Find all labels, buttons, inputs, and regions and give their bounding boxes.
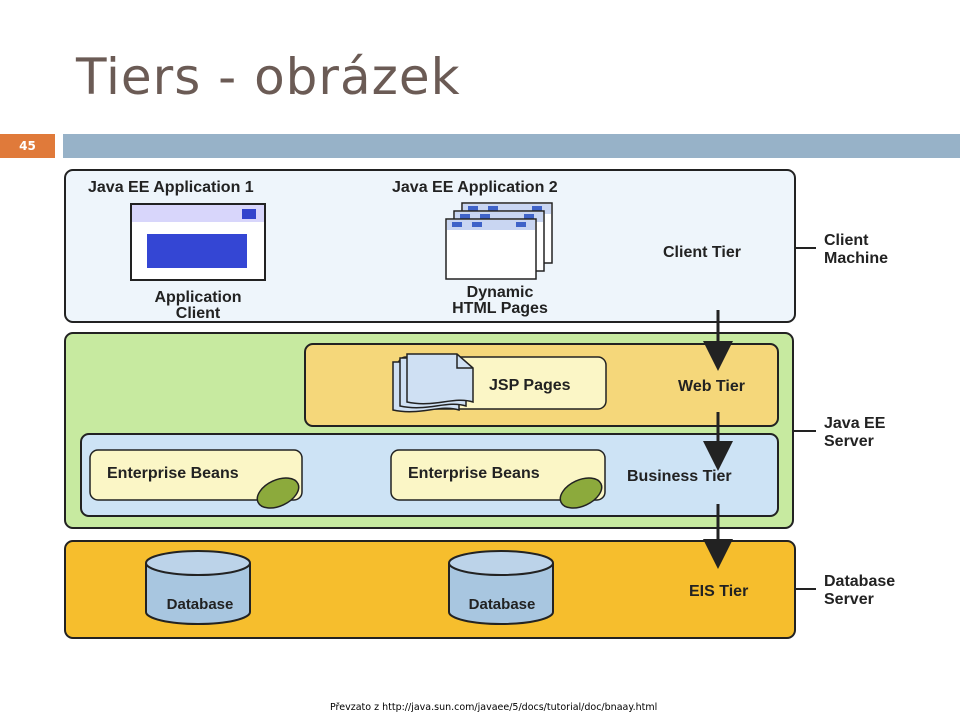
client-tier-label: Client Tier (663, 244, 741, 261)
application-client-icon (130, 203, 266, 281)
javaee-server-label-line2: Server (824, 433, 874, 450)
enterprise-beans-1-box (89, 449, 303, 501)
enterprise-beans-2-label: Enterprise Beans (408, 465, 540, 482)
database-server-label-line1: Database (824, 573, 895, 590)
database-1-label: Database (167, 596, 234, 613)
app2-label-line1: Dynamic (467, 284, 534, 301)
slide-number-badge: 45 (0, 134, 55, 158)
eis-tier-label: EIS Tier (689, 583, 748, 600)
app1-label-line2: Client (176, 305, 221, 322)
source-citation: Převzato z http://java.sun.com/javaee/5/… (330, 702, 658, 713)
slide-title: Tiers - obrázek (76, 48, 461, 106)
enterprise-beans-1-label: Enterprise Beans (107, 465, 239, 482)
enterprise-beans-2-box (390, 449, 606, 501)
business-tier-label: Business Tier (627, 468, 732, 485)
bean-1-icon (256, 477, 300, 509)
javaee-server-label-line1: Java EE (824, 415, 886, 432)
app1-title: Java EE Application 1 (88, 179, 254, 196)
title-underline-bar (63, 134, 960, 158)
database-2-icon (448, 550, 554, 625)
app1-label-line1: Application (154, 289, 241, 306)
bean-2-icon (559, 477, 603, 509)
database-server-label-line2: Server (824, 591, 874, 608)
client-machine-label-line1: Client (824, 232, 869, 249)
app2-label-line2: HTML Pages (452, 300, 548, 317)
web-tier-label: Web Tier (678, 378, 745, 395)
dynamic-html-pages-icon (445, 202, 553, 280)
app2-title: Java EE Application 2 (392, 179, 558, 196)
database-1-icon (145, 550, 251, 625)
client-machine-label-line2: Machine (824, 250, 888, 267)
jsp-pages-label: JSP Pages (489, 377, 571, 394)
jsp-document-icon (392, 353, 474, 413)
database-2-label: Database (469, 596, 536, 613)
